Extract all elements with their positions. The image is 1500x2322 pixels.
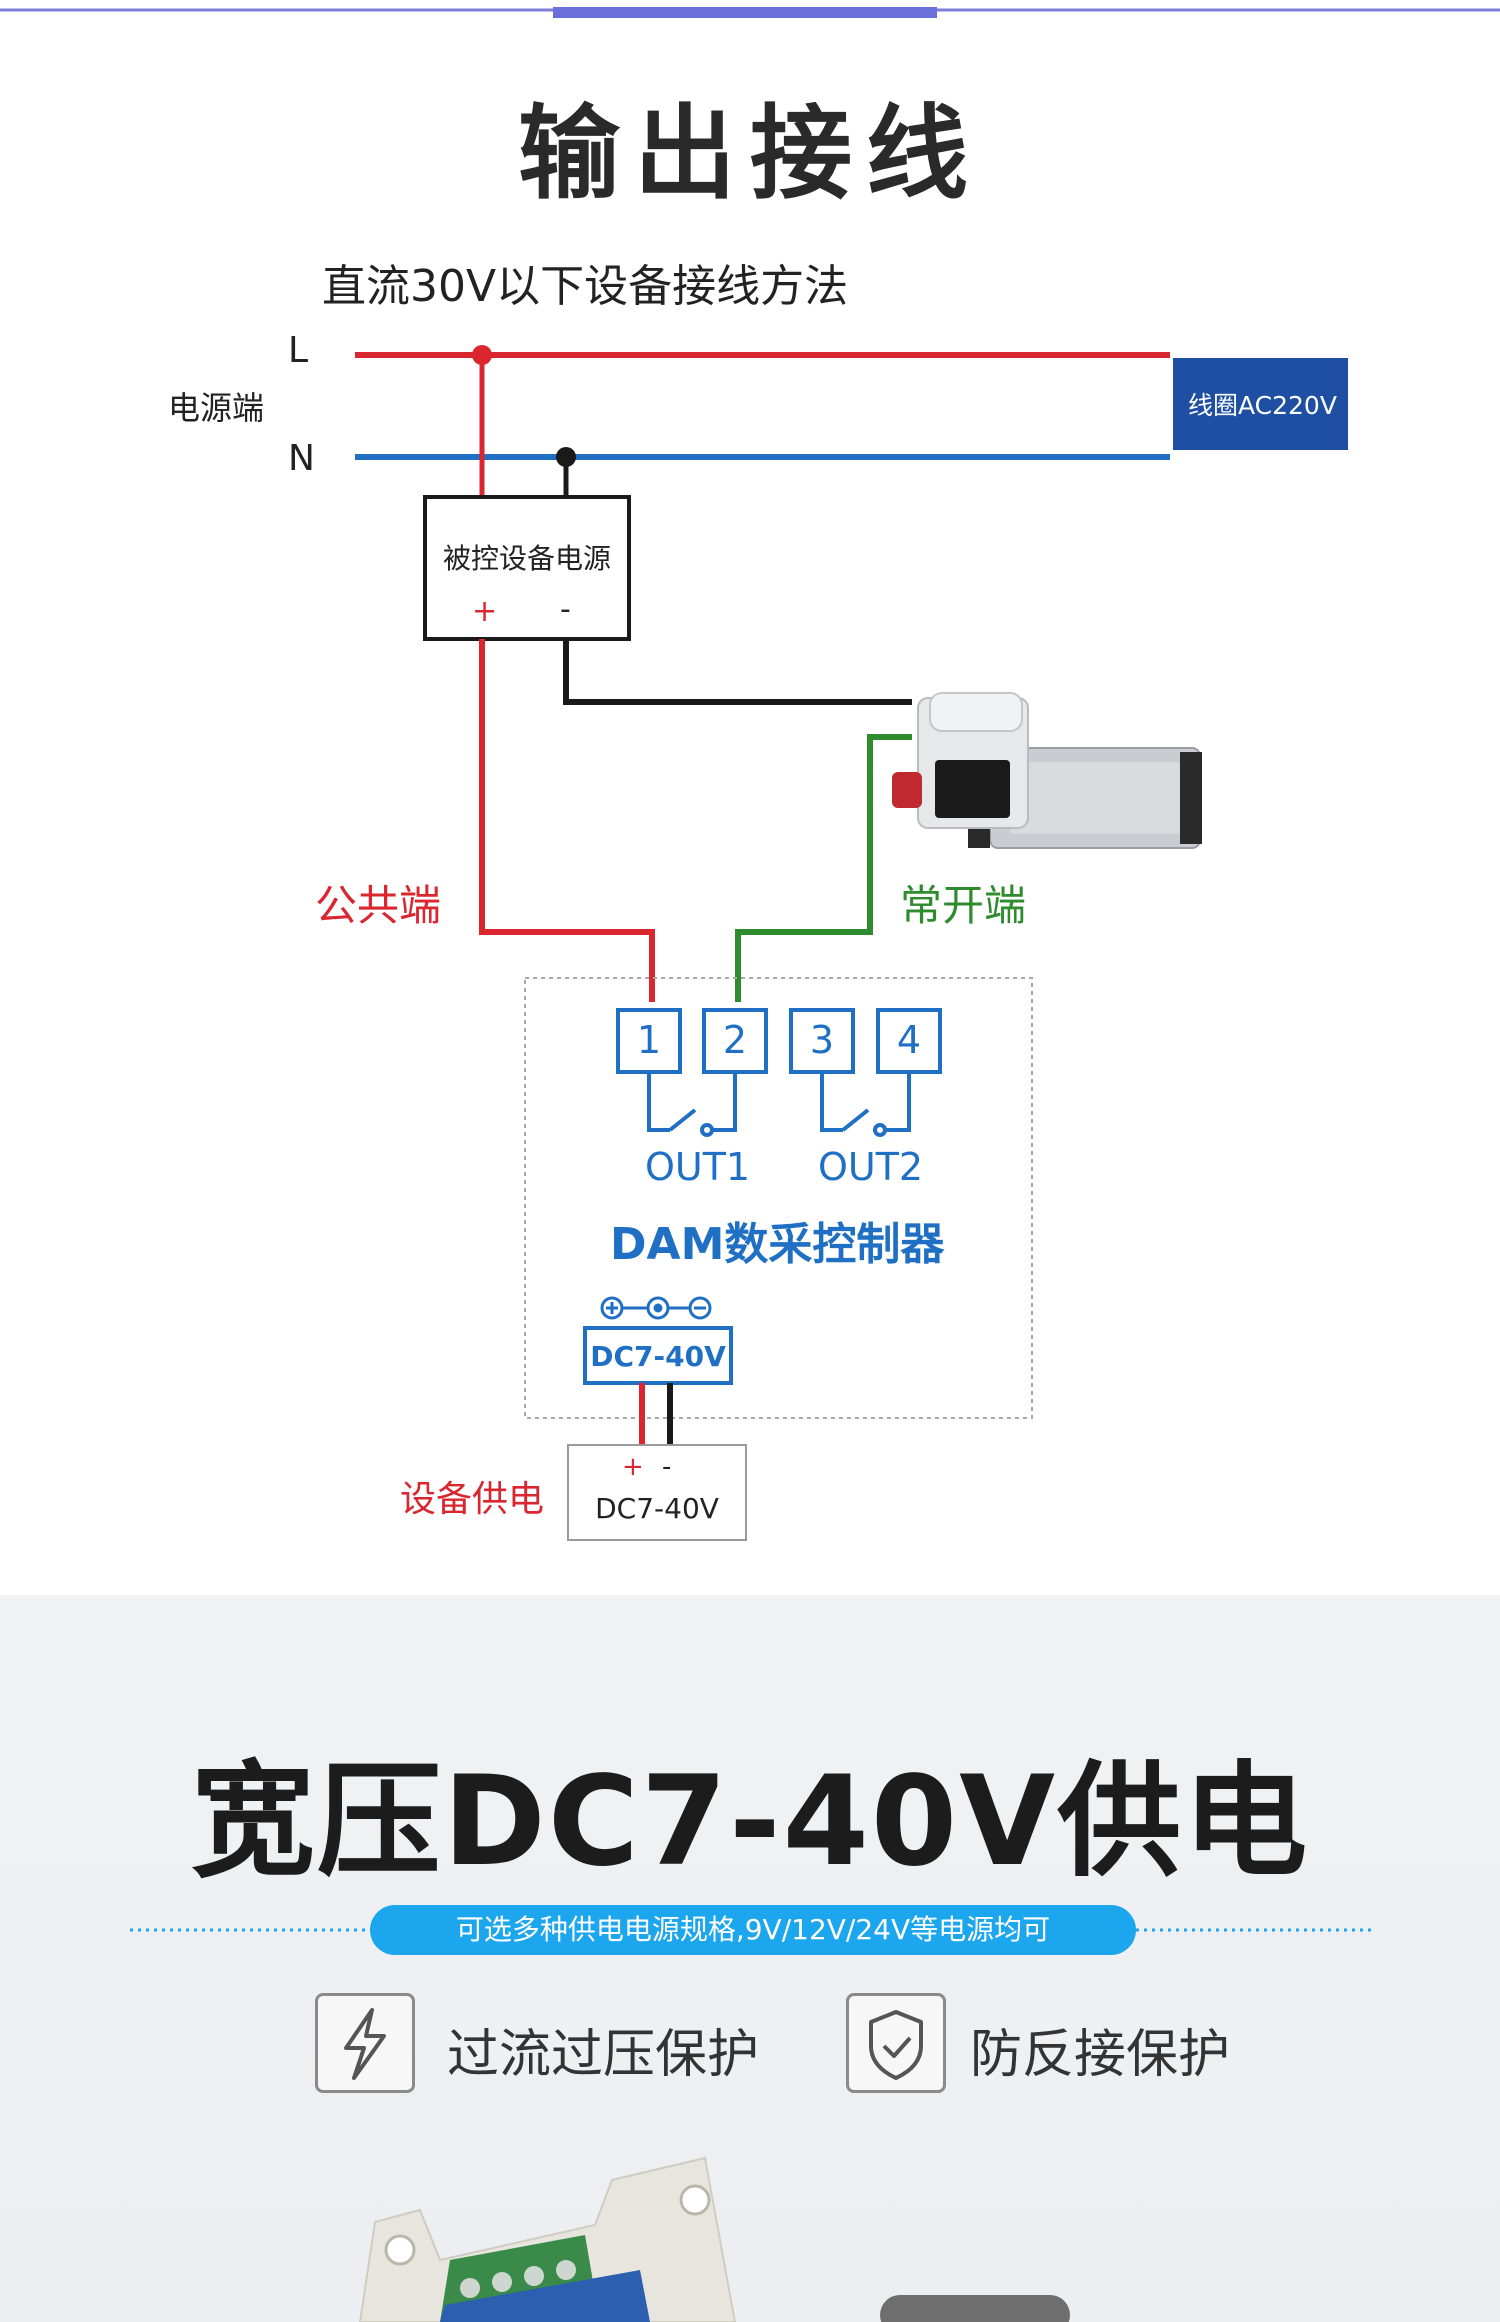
supply-box (567, 1444, 747, 1541)
feature-label-2: 防反接保护 (970, 2025, 1231, 2085)
terminal-1: 1 (636, 1018, 662, 1062)
dc-port-symbol (600, 1296, 712, 1320)
power-spec-badge: 可选多种供电电源规格,9V/12V/24V等电源均可 (370, 1905, 1136, 1955)
supply-minus-label: - (662, 1452, 672, 1482)
label-controller: DAM数采控制器 (610, 1219, 945, 1270)
label-plus: + (472, 594, 498, 629)
label-n: N (288, 438, 315, 479)
label-normally-open: 常开端 (900, 881, 1027, 930)
label-power-side: 电源端 (168, 389, 265, 427)
terminal-box-4 (876, 1008, 942, 1074)
black-wire (563, 639, 912, 705)
supply-plus-label: + (622, 1452, 644, 1482)
terminal-3: 3 (809, 1018, 835, 1062)
terminal-2: 2 (722, 1018, 748, 1062)
solenoid-valve (892, 692, 1202, 849)
controlled-power-box (423, 495, 631, 641)
relay-switch-out1 (647, 1072, 737, 1137)
controller-boundary (524, 977, 1033, 1419)
label-common: 公共端 (315, 881, 442, 930)
label-minus: - (560, 592, 571, 627)
relay-switch-out2 (820, 1072, 911, 1137)
common-wire (479, 639, 655, 1002)
product-image (358, 2156, 1070, 2322)
label-supply-box: DC7-40V (595, 1492, 719, 1525)
label-controlled-power: 被控设备电源 (443, 542, 612, 575)
no-wire (735, 734, 912, 1002)
feature-box-1 (315, 1993, 415, 2093)
diagram-subtitle: 直流30V以下设备接线方法 (322, 261, 849, 312)
lightning-icon (344, 2008, 386, 2080)
section2-title: 宽压DC7-40V供电 (190, 1750, 1310, 1894)
terminal-4: 4 (896, 1018, 922, 1062)
label-l: L (288, 330, 309, 371)
coil-box (1173, 358, 1348, 450)
terminal-box-1 (616, 1008, 682, 1074)
shield-check-icon (869, 2010, 923, 2080)
wiring-diagram (355, 345, 1348, 1541)
power-section (0, 1595, 1500, 2322)
label-device-supply: 设备供电 (400, 1479, 545, 1520)
label-out2: OUT2 (818, 1145, 924, 1189)
page-title: 输出接线 (518, 95, 982, 214)
feature-box-2 (846, 1993, 946, 2093)
label-dc-port: DC7-40V (590, 1340, 726, 1373)
label-out1: OUT1 (645, 1145, 751, 1189)
wiring-section (0, 0, 1500, 1595)
feature-label-1: 过流过压保护 (447, 2025, 760, 2085)
header-divider (0, 7, 1500, 18)
badge-dotted-line (130, 1928, 1375, 1932)
dc-port-box (583, 1326, 733, 1385)
terminal-box-3 (789, 1008, 855, 1074)
label-coil: 线圈AC220V (1188, 391, 1337, 420)
